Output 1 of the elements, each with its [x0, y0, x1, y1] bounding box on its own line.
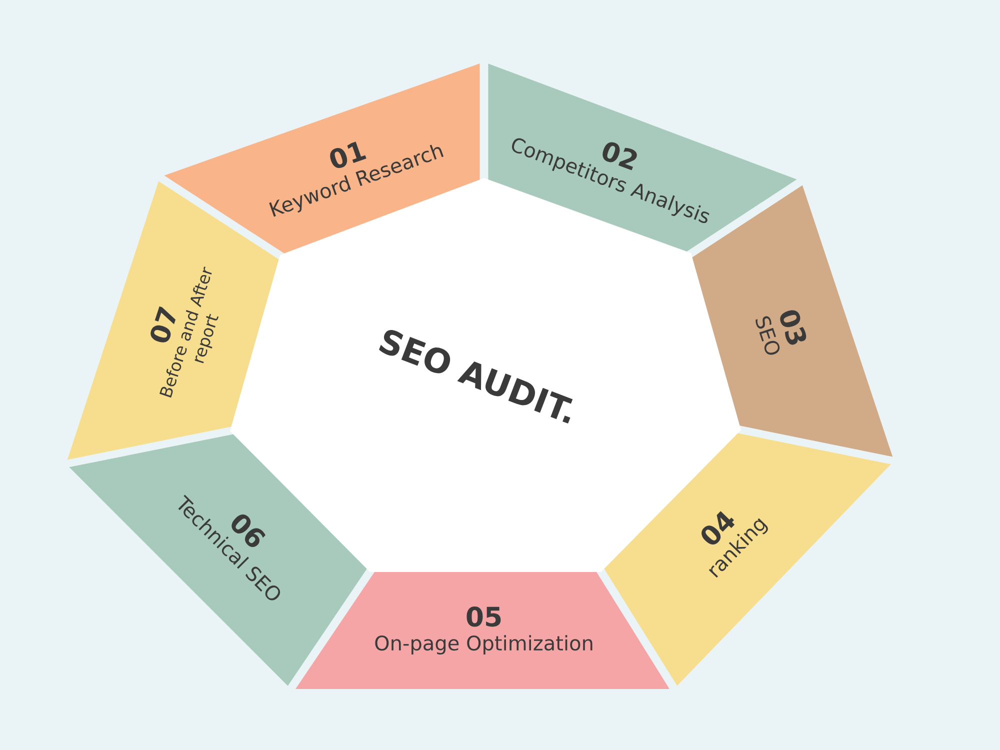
ring-segment: 05 On-page Optimization	[296, 572, 670, 689]
